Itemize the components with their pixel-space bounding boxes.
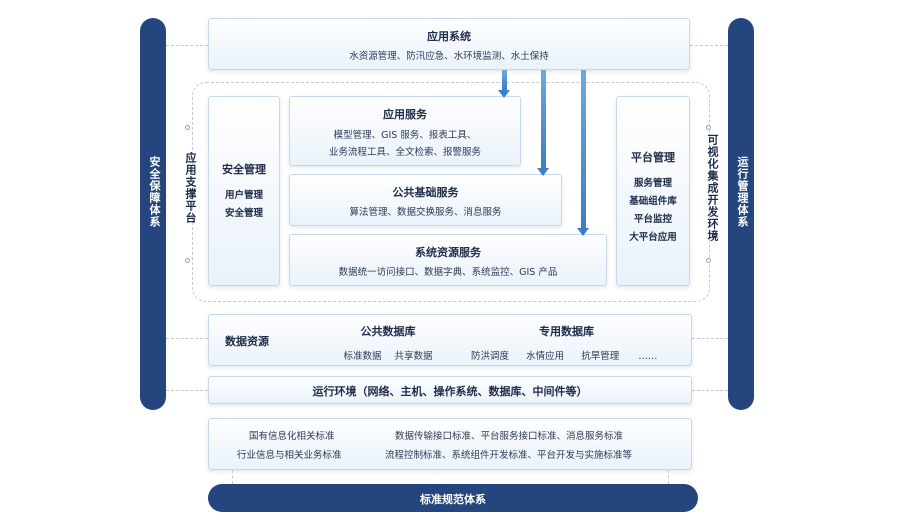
flow-arrow xyxy=(498,70,510,98)
data-resource-box: 数据资源 公共数据库 标准数据 共享数据 专用数据库 防洪调度 水情应用 抗旱管… xyxy=(208,314,692,366)
frame-dot xyxy=(706,258,711,263)
standards-system-label: 标准规范体系 xyxy=(420,493,486,506)
flood-dispatch-item: 防洪调度 xyxy=(471,351,510,362)
standards-box: 国有信息化相关标准 行业信息与相关业务标准 数据传输接口标准、平台服务接口标准、… xyxy=(208,418,692,470)
standard-data-item: 标准数据 xyxy=(343,351,382,362)
national-standards-item: 国有信息化相关标准 xyxy=(249,431,335,442)
flow-arrow xyxy=(537,70,549,176)
operation-management-pillar: 运行管理体系 xyxy=(728,18,754,410)
application-service-title: 应用服务 xyxy=(383,108,427,121)
user-management-item: 用户管理 xyxy=(224,190,263,201)
platform-management-title: 平台管理 xyxy=(631,151,675,164)
visual-dev-environment-label: 可视化集成开发环境 xyxy=(706,134,719,242)
public-database-title: 公共数据库 xyxy=(360,325,416,338)
application-system-items: 水资源管理、防汛应急、水环境监测、水土保持 xyxy=(349,51,549,62)
operation-management-label: 运行管理体系 xyxy=(736,156,749,228)
water-regime-item: 水情应用 xyxy=(526,351,565,362)
security-system-pillar: 安全保障体系 xyxy=(140,18,166,410)
data-resource-label: 数据资源 xyxy=(225,335,269,348)
system-resource-service-title: 系统资源服务 xyxy=(415,246,481,259)
frame-dot xyxy=(706,125,711,130)
security-management-box: 安全管理 用户管理 安全管理 xyxy=(208,96,280,286)
application-system-box: 应用系统 水资源管理、防汛应急、水环境监测、水土保持 xyxy=(208,18,690,70)
connector-line xyxy=(166,390,208,391)
connector-line xyxy=(692,390,728,391)
security-management-title: 安全管理 xyxy=(222,163,266,176)
support-platform-frame xyxy=(192,82,710,302)
shared-data-item: 共享数据 xyxy=(394,351,433,362)
security-management-item: 安全管理 xyxy=(224,208,263,219)
application-system-title: 应用系统 xyxy=(427,30,471,43)
drought-management-item: 抗旱管理 xyxy=(581,351,620,362)
interface-standards-item: 数据传输接口标准、平台服务接口标准、消息服务标准 xyxy=(395,431,624,442)
connector-line xyxy=(166,338,208,339)
security-system-label: 安全保障体系 xyxy=(148,156,161,228)
frame-dot xyxy=(185,258,190,263)
public-database-group: 公共数据库 标准数据 共享数据 xyxy=(333,323,443,363)
public-basic-service-title: 公共基础服务 xyxy=(392,186,459,199)
application-support-platform-label: 应用支撑平台 xyxy=(184,152,197,224)
special-database-group: 专用数据库 防洪调度 水情应用 抗旱管理 …… xyxy=(471,323,681,363)
connector-line xyxy=(668,470,669,484)
ellipsis-item: …… xyxy=(638,351,658,362)
runtime-environment-label: 运行环境（网络、主机、操作系统、数据库、中间件等） xyxy=(312,385,588,398)
application-service-box: 应用服务 模型管理、GIS 服务、报表工具、 业务流程工具、全文检索、报警服务 xyxy=(289,96,521,166)
public-basic-service-box: 公共基础服务 算法管理、数据交换服务、消息服务 xyxy=(289,174,562,226)
connector-line xyxy=(690,45,728,46)
platform-monitoring-item: 平台监控 xyxy=(633,214,672,225)
application-service-line2: 业务流程工具、全文检索、报警服务 xyxy=(328,147,481,158)
platform-management-box: 平台管理 服务管理 基础组件库 平台监控 大平台应用 xyxy=(616,96,690,286)
system-resource-service-items: 数据统一访问接口、数据字典、系统监控、GIS 产品 xyxy=(338,267,558,278)
service-management-item: 服务管理 xyxy=(633,178,672,189)
base-component-library-item: 基础组件库 xyxy=(629,196,677,207)
public-basic-service-items: 算法管理、数据交换服务、消息服务 xyxy=(349,207,502,218)
large-platform-app-item: 大平台应用 xyxy=(629,232,677,243)
industry-standards-item: 行业信息与相关业务标准 xyxy=(237,450,342,461)
application-service-line1: 模型管理、GIS 服务、报表工具、 xyxy=(333,130,477,141)
standards-system-bar: 标准规范体系 xyxy=(208,484,698,512)
process-standards-item: 流程控制标准、系统组件开发标准、平台开发与实施标准等 xyxy=(385,450,633,461)
flow-arrow xyxy=(577,70,589,236)
connector-line xyxy=(692,338,728,339)
runtime-environment-box: 运行环境（网络、主机、操作系统、数据库、中间件等） xyxy=(208,376,692,404)
frame-dot xyxy=(185,125,190,130)
system-resource-service-box: 系统资源服务 数据统一访问接口、数据字典、系统监控、GIS 产品 xyxy=(289,234,607,286)
special-database-title: 专用数据库 xyxy=(539,325,594,338)
connector-line xyxy=(166,45,208,46)
connector-line xyxy=(232,470,233,484)
